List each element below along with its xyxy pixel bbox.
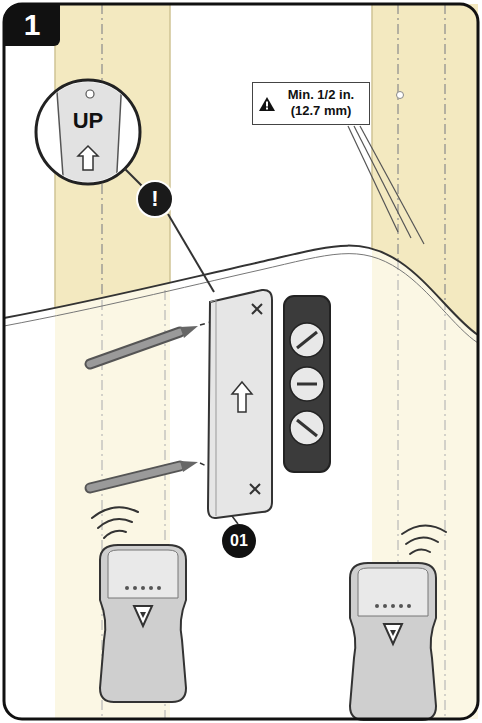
wall-studs [55,4,478,719]
dimension-leader [360,126,424,244]
mounting-bracket [208,290,272,518]
callout-number: 01 [222,524,256,558]
label-text: Min. 1/2 in. (12.7 mm) [279,87,363,118]
detail-bracket [56,78,122,190]
dimension-leader [348,126,398,232]
leader-line [125,169,142,186]
signal-waves [402,525,446,554]
detail-circle: UP [36,80,140,184]
stud-finder [100,545,186,702]
label-text: 1 [24,10,41,40]
label-text: ! [151,188,158,210]
dimension-box: Min. 1/2 in. (12.7 mm) [252,82,370,125]
warning-icon [258,96,276,112]
panel-frame [4,4,478,719]
warning-icon [266,101,268,106]
step-badge: 1 [4,4,60,46]
warning-icon [266,107,268,109]
label-text: UP [73,110,104,132]
level [284,296,330,472]
leader-line [232,516,238,524]
signal-waves [92,507,138,538]
callout-number: 01 [230,533,248,549]
detail-outline [36,80,140,184]
warning-icon [259,97,275,111]
stud-finder [350,563,436,720]
leader-line [168,214,214,292]
caution-marker: ! [136,180,174,218]
dimension-leader [354,126,411,238]
